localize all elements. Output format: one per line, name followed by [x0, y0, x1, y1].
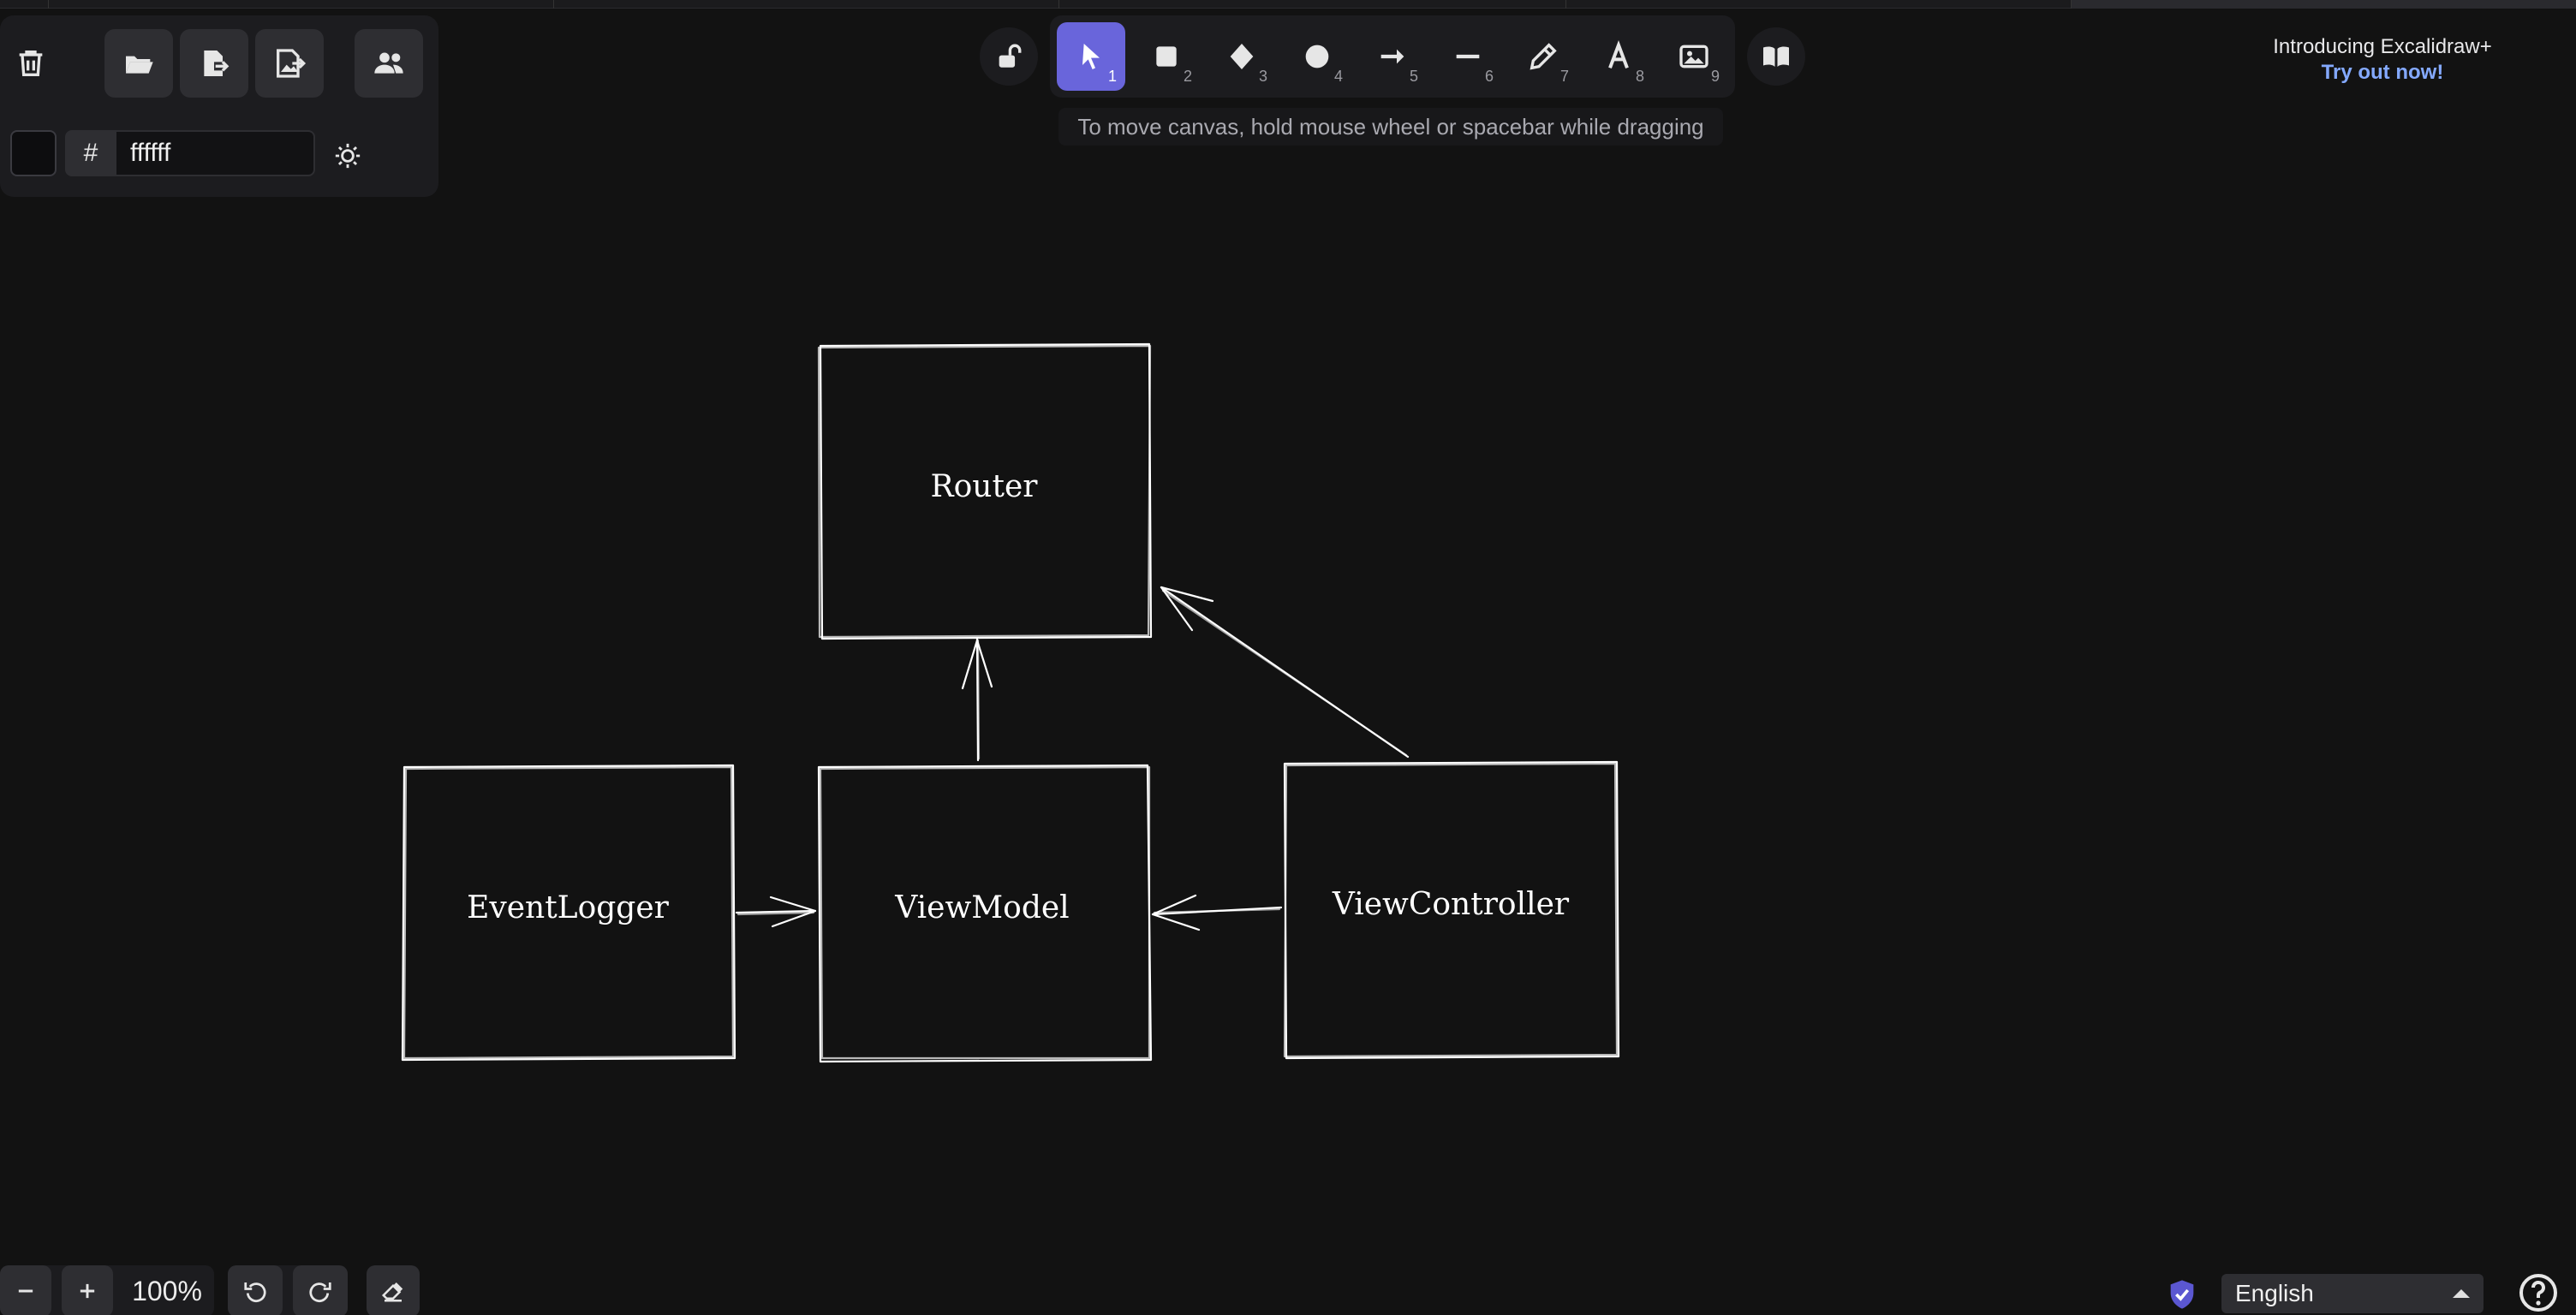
help-button[interactable] — [2516, 1270, 2561, 1315]
shapes-toolbar: 1 2 3 4 5 — [1050, 15, 1735, 98]
help-icon — [2519, 1274, 2557, 1312]
promo-link[interactable]: Try out now! — [2321, 61, 2444, 84]
canvas-hint: To move canvas, hold mouse wheel or spac… — [1058, 108, 1723, 146]
main-menu-panel: # — [0, 15, 438, 197]
view-controller-box[interactable] — [1283, 760, 1620, 1060]
zoom-controls: 100% — [0, 1265, 214, 1315]
unlock-icon — [999, 44, 1022, 68]
export-file-icon — [204, 51, 230, 76]
folder-open-icon — [126, 56, 153, 74]
tool-ellipse[interactable]: 4 — [1283, 22, 1351, 91]
shortcut-5: 5 — [1409, 68, 1418, 85]
zoom-level[interactable]: 100% — [132, 1276, 202, 1306]
shortcut-1: 1 — [1107, 68, 1117, 85]
shield-check-icon[interactable] — [2165, 1277, 2199, 1312]
tool-image[interactable]: 9 — [1660, 22, 1728, 91]
promo-title: Introducing Excalidraw+ — [2273, 35, 2492, 58]
router-box[interactable] — [817, 342, 1153, 640]
shortcut-2: 2 — [1183, 68, 1192, 85]
text-icon — [1608, 39, 1629, 69]
trash-icon — [19, 51, 43, 76]
shortcut-3: 3 — [1258, 68, 1267, 85]
eraser-icon — [381, 1282, 403, 1302]
book-icon — [1763, 46, 1789, 67]
undo-icon — [244, 1282, 266, 1302]
event-logger-label[interactable]: EventLogger — [467, 890, 670, 925]
export-image-icon — [277, 49, 307, 78]
view-model-label[interactable]: ViewModel — [894, 890, 1069, 925]
pointer-icon — [1082, 44, 1100, 69]
view-controller-label[interactable]: ViewController — [1332, 887, 1570, 922]
eraser-button[interactable] — [367, 1265, 420, 1315]
theme-toggle-button[interactable] — [329, 137, 367, 175]
tool-text[interactable]: 8 — [1584, 22, 1653, 91]
tool-arrow[interactable]: 5 — [1358, 22, 1427, 91]
event-logger-box[interactable] — [401, 764, 736, 1062]
export-button[interactable] — [180, 29, 248, 98]
sun-icon — [335, 143, 361, 169]
caret-up-icon — [2453, 1289, 2470, 1298]
canvas-background-hex-input[interactable] — [116, 130, 315, 176]
hex-prefix: # — [65, 130, 116, 176]
tool-diamond[interactable]: 3 — [1208, 22, 1276, 91]
library-button[interactable] — [1747, 27, 1805, 86]
tool-rectangle[interactable]: 2 — [1132, 22, 1201, 91]
line-icon — [1456, 54, 1480, 59]
undo-button[interactable] — [228, 1265, 283, 1315]
zoom-out-button[interactable] — [0, 1265, 51, 1315]
diamond-icon — [1230, 44, 1254, 69]
arrow-icon — [1380, 49, 1404, 64]
window-top-bar — [0, 0, 2576, 9]
users-icon — [374, 52, 403, 74]
open-button[interactable] — [104, 29, 173, 98]
tool-draw[interactable]: 7 — [1509, 22, 1577, 91]
shortcut-8: 8 — [1635, 68, 1644, 85]
clear-canvas-button[interactable] — [7, 29, 55, 98]
shortcut-9: 9 — [1710, 68, 1720, 85]
view-model-box[interactable] — [817, 764, 1153, 1063]
zoom-in-button[interactable] — [62, 1265, 113, 1315]
image-icon — [1679, 45, 1708, 68]
redo-button[interactable] — [293, 1265, 348, 1315]
excalidraw-plus-promo[interactable]: Introducing Excalidraw+ Try out now! — [2211, 34, 2554, 86]
shortcut-6: 6 — [1484, 68, 1494, 85]
circle-icon — [1305, 45, 1329, 68]
export-image-button[interactable] — [255, 29, 324, 98]
square-icon — [1156, 46, 1177, 67]
shortcut-4: 4 — [1333, 68, 1343, 85]
arrow-viewcontroller-to-router[interactable] — [1160, 586, 1410, 759]
plus-icon — [80, 1283, 95, 1299]
arrow-viewcontroller-to-viewmodel[interactable] — [1151, 894, 1283, 931]
redo-icon — [309, 1282, 331, 1302]
router-label[interactable]: Router — [931, 469, 1039, 504]
language-value: English — [2235, 1280, 2314, 1306]
language-select[interactable]: English — [2221, 1274, 2484, 1313]
arrow-viewmodel-to-router[interactable] — [961, 637, 993, 762]
tool-line[interactable]: 6 — [1434, 22, 1502, 91]
arrow-eventlogger-to-viewmodel[interactable] — [735, 896, 817, 928]
shortcut-7: 7 — [1559, 68, 1569, 85]
tool-selection[interactable]: 1 — [1057, 22, 1125, 91]
minus-icon — [18, 1289, 33, 1293]
live-collaboration-button[interactable] — [355, 29, 423, 98]
pencil-icon — [1530, 43, 1557, 70]
lock-tool-button[interactable] — [980, 27, 1038, 86]
undo-redo-controls — [228, 1265, 348, 1315]
canvas-background-swatch[interactable] — [10, 130, 57, 176]
